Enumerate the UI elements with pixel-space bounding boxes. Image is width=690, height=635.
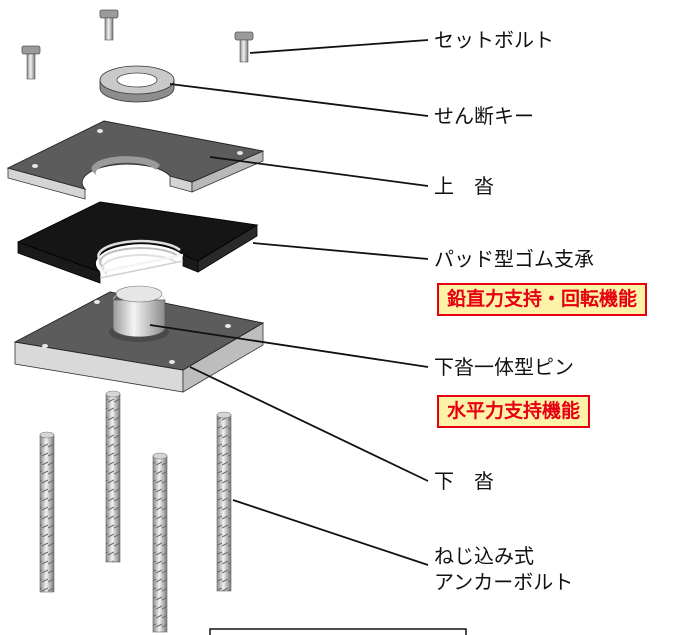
leader-line-anchor-bolt — [232, 499, 429, 566]
label-anchor-bolt-line2: アンカーボルト — [434, 570, 574, 594]
highlight-horizontal-function: 水平力支持機能 — [437, 395, 591, 428]
shear-key-ring — [99, 65, 175, 103]
leader-line-lower-pin — [149, 324, 429, 368]
leader-line-upper-plate — [209, 156, 429, 187]
anchor-bolt-4 — [216, 411, 232, 592]
leader-line-set-bolt — [249, 39, 429, 54]
label-set-bolt: セットボルト — [434, 28, 554, 52]
set-bolt-middle — [99, 9, 119, 41]
highlight-vertical-function: 鉛直力支持・回転機能 — [437, 283, 648, 316]
lower-plate-with-pin — [13, 285, 265, 393]
leader-lines — [149, 39, 429, 566]
rubber-bearing-pad — [16, 201, 259, 284]
upper-plate — [6, 120, 265, 200]
label-rubber-bearing: パッド型ゴム支承 — [434, 247, 594, 271]
set-bolt-left — [21, 45, 41, 80]
label-upper-plate: 上 沓 — [434, 174, 494, 198]
leader-line-lower-plate — [189, 366, 429, 482]
label-anchor-bolt-line1: ねじ込み式 — [434, 544, 534, 568]
set-bolt-right — [234, 31, 254, 63]
label-lower-pin: 下沓一体型ピン — [434, 355, 574, 379]
bottom-frame-outline — [209, 628, 467, 635]
leader-line-shear-key — [169, 83, 429, 117]
anchor-bolt-2 — [105, 390, 121, 563]
label-lower-plate: 下 沓 — [434, 469, 494, 493]
leader-line-rubber-bearing — [252, 242, 429, 260]
anchor-bolt-1 — [39, 431, 55, 593]
label-shear-key: せん断キー — [434, 104, 534, 128]
anchor-bolt-3 — [152, 452, 168, 633]
